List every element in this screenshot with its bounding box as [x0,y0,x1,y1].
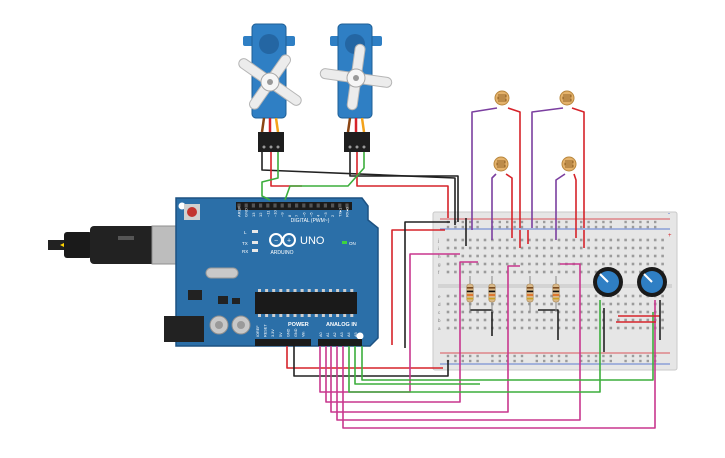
potentiometer-left[interactable] [593,267,623,297]
reset-button[interactable] [184,204,200,220]
power-pin-label: GND [294,328,298,337]
wire-5v-to-rail [391,229,445,345]
resistor [526,276,534,312]
row-letter: h [438,254,441,259]
rail-minus-label: - [668,211,670,217]
row-letter: c [438,310,441,315]
rail-plus-label: + [668,233,672,239]
row-letter: j [437,238,439,243]
servo-right-connector [344,132,370,152]
row-letter: i [438,246,439,251]
digital-header [236,202,352,210]
digital-pin-label: ~5 [309,212,314,217]
photoresistors [493,90,577,172]
resistor [488,276,496,312]
photoresistor [493,156,509,172]
photoresistor [559,90,575,106]
atmega-chip [255,289,357,317]
wire-gnd-to-rail [404,221,450,348]
digital-pin-label: TX▸1 [337,207,342,217]
power-pin-label: GND [286,328,290,337]
analog-pin-label: A4 [347,332,351,337]
digital-pin-label: 13 [251,212,256,217]
row-letter: a [438,326,441,331]
digital-pin-label: ~6 [301,212,306,217]
wire-servo-signal-green [354,346,480,385]
wires [261,107,661,429]
arduino-brand: ARDUINO [270,250,293,256]
row-letter: g [438,262,441,267]
wire-extra-green [361,312,654,381]
power-pin-label: Vin [302,332,306,337]
analog-pin-label: A0 [319,332,323,337]
power-pin-label: 5V [279,332,283,337]
digital-pin-label: 2 [330,214,335,217]
arduino-logo-icon: − + [269,233,296,247]
row-letter: d [438,302,441,307]
servo-left [238,23,302,152]
led-rx-label: RX [242,249,248,254]
analog-pin-label: A1 [326,332,330,337]
wire-a2 [330,265,520,413]
uno-label: UNO [300,235,325,247]
power-pin-label: IOREF [256,325,260,337]
resistors [466,276,560,312]
digital-pin-label: GND [244,208,249,217]
digital-pin-label: ~10 [273,209,278,217]
row-letter: f [438,270,440,275]
resistor [552,276,560,312]
wire-a4 [342,300,656,429]
svg-text:+: + [287,238,291,245]
power-pin-label: 3.3V [271,329,275,337]
svg-text:−: − [274,238,278,245]
digital-pin-label: ~9 [280,212,285,217]
row-letter: e [438,294,441,299]
wire-servo-right-signal [284,152,365,201]
potentiometer-right[interactable] [637,267,667,297]
photoresistor [561,156,577,172]
usb-cable [48,225,197,265]
digital-label: DIGITAL (PWM~) [291,218,330,224]
analog-header [318,339,362,346]
digital-pin-label: 4 [316,214,321,217]
row-letter: b [438,318,441,323]
led-l-label: L [244,230,247,235]
wire-a3 [336,263,581,421]
digital-pin-label: ~11 [265,210,270,217]
analog-pin-label: A5 [354,332,358,337]
power-header [255,339,311,346]
power-label: POWER [288,322,309,328]
analog-label: ANALOG IN [326,322,357,328]
wire-gnd-power [293,346,449,377]
capacitors [209,315,251,335]
digital-pin-label: AREF [237,206,242,217]
on-led [342,241,347,244]
analog-pin-label: A3 [340,332,344,337]
digital-pin-label: 8 [287,214,292,217]
servo-right [319,23,393,152]
analog-pin-label: A2 [333,332,337,337]
digital-pin-label: 7 [294,214,299,217]
wire-servo-right-gnd [349,152,459,222]
power-pin-label: RESET [264,324,268,337]
wire-a1 [325,261,478,403]
digital-pin-label: RX◂0 [345,206,350,217]
wire-servo-left-signal [261,152,279,201]
photoresistor [494,90,510,106]
resistor [466,276,474,312]
wire-servo-right-vcc [356,152,449,218]
wire-servo-left-vcc [270,152,302,187]
led-tx-label: TX [242,241,248,246]
digital-pin-label: 12 [258,212,263,217]
servo-left-connector [258,132,284,152]
wire-a5 [348,300,601,393]
on-label: ON [349,241,356,246]
wire-5v-power [286,346,443,369]
power-jack [164,316,204,342]
digital-pin-label: ~3 [323,212,328,217]
